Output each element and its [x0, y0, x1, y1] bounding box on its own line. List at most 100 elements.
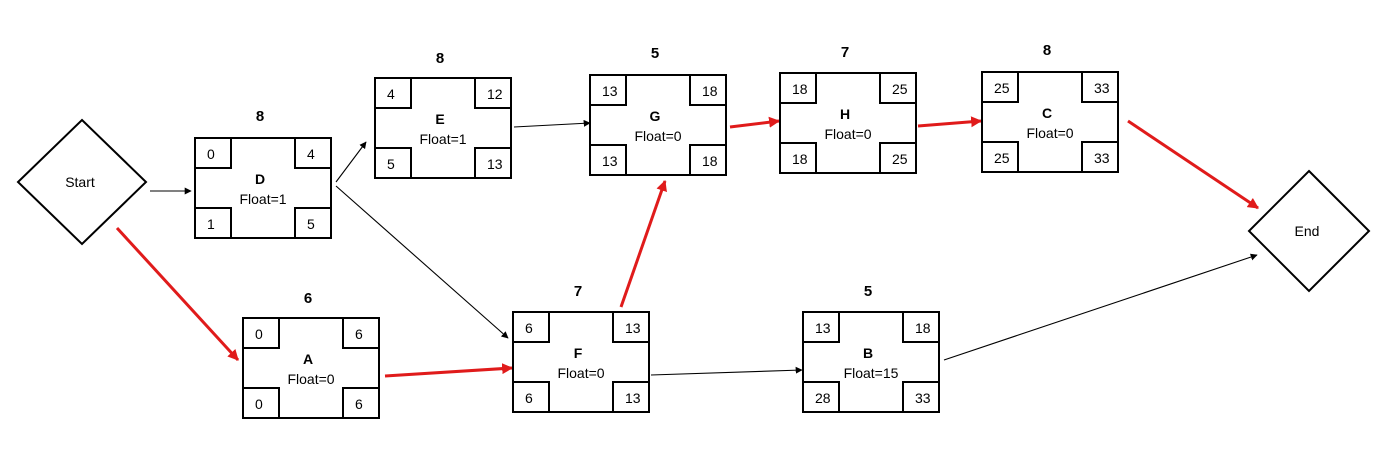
late-start-value: 6 — [525, 390, 533, 406]
late-finish-value: 25 — [892, 151, 908, 167]
duration-label: 8 — [436, 50, 444, 67]
float-label: Float=1 — [419, 131, 466, 147]
early-start-value: 25 — [994, 80, 1010, 96]
activity-id: G — [650, 108, 661, 124]
late-finish-value: 13 — [625, 390, 641, 406]
float-label: Float=0 — [1026, 125, 1073, 141]
early-start-value: 18 — [792, 81, 808, 97]
arrow-D-to-E — [335, 141, 367, 183]
arrow-C-to-end-critical — [1127, 119, 1259, 210]
early-start-cell — [802, 311, 840, 343]
arrow-G-to-H-critical — [729, 116, 781, 129]
early-finish-value: 13 — [625, 320, 641, 336]
late-finish-value: 6 — [355, 396, 363, 412]
early-finish-value: 33 — [1094, 80, 1110, 96]
activity-id: F — [574, 345, 583, 361]
end-node: End — [1247, 169, 1371, 293]
late-finish-value: 13 — [487, 156, 503, 172]
late-start-value: 1 — [207, 216, 215, 232]
late-start-value: 25 — [994, 150, 1010, 166]
early-finish-cell — [879, 72, 917, 104]
arrow-D-to-F — [335, 185, 509, 339]
float-label: Float=0 — [634, 128, 681, 144]
early-finish-value: 4 — [307, 146, 315, 162]
activity-id: D — [255, 171, 265, 187]
late-start-cell — [779, 142, 817, 174]
start-diamond — [16, 118, 148, 246]
late-finish-value: 18 — [702, 153, 718, 169]
late-start-cell — [512, 381, 550, 413]
late-finish-cell — [689, 144, 727, 176]
late-start-value: 5 — [387, 156, 395, 172]
early-start-value: 13 — [815, 320, 831, 336]
early-start-value: 0 — [255, 326, 263, 342]
duration-label: 8 — [256, 108, 264, 125]
early-finish-cell — [474, 77, 512, 109]
early-start-cell — [589, 74, 627, 106]
late-finish-cell — [1081, 141, 1119, 173]
early-start-cell — [779, 72, 817, 104]
arrow-F-to-G-critical — [619, 179, 667, 308]
arrow-A-to-F-critical — [384, 363, 514, 378]
early-finish-cell — [689, 74, 727, 106]
start-node: Start — [16, 118, 148, 246]
early-finish-cell — [1081, 71, 1119, 103]
activity-E: 8 4 12 5 13 E Float=1 — [374, 50, 512, 179]
late-finish-cell — [474, 147, 512, 179]
early-finish-value: 18 — [702, 83, 718, 99]
arrow-B-to-end — [943, 253, 1258, 361]
early-finish-cell — [342, 317, 380, 349]
early-finish-value: 6 — [355, 326, 363, 342]
early-finish-value: 18 — [915, 320, 931, 336]
late-finish-cell — [879, 142, 917, 174]
early-start-cell — [374, 77, 412, 109]
float-label: Float=1 — [239, 191, 286, 207]
late-start-cell — [589, 144, 627, 176]
late-start-cell — [374, 147, 412, 179]
arrow-start-to-A-critical — [115, 226, 240, 362]
activity-B: 5 13 18 28 33 B Float=15 — [802, 283, 940, 413]
late-finish-cell — [294, 207, 332, 239]
late-finish-cell — [612, 381, 650, 413]
duration-label: 5 — [864, 283, 872, 300]
early-finish-cell — [294, 137, 332, 169]
late-start-cell — [194, 207, 232, 239]
late-finish-value: 33 — [1094, 150, 1110, 166]
late-start-value: 28 — [815, 390, 831, 406]
early-start-value: 13 — [602, 83, 618, 99]
late-start-cell — [242, 387, 280, 419]
early-start-value: 4 — [387, 86, 395, 102]
end-label: End — [1295, 223, 1320, 239]
activity-id: C — [1042, 105, 1052, 121]
arrow-H-to-C-critical — [917, 116, 983, 128]
late-finish-cell — [902, 381, 940, 413]
early-start-cell — [242, 317, 280, 349]
early-start-cell — [194, 137, 232, 169]
dependency-arrows — [115, 116, 1259, 378]
early-finish-cell — [612, 311, 650, 343]
late-start-cell — [802, 381, 840, 413]
duration-label: 5 — [651, 45, 659, 62]
early-finish-value: 12 — [487, 86, 503, 102]
duration-label: 7 — [841, 44, 849, 61]
early-finish-cell — [902, 311, 940, 343]
late-finish-value: 33 — [915, 390, 931, 406]
duration-label: 6 — [304, 290, 312, 307]
activity-id: B — [863, 345, 873, 361]
duration-label: 7 — [574, 283, 582, 300]
activity-id: A — [303, 351, 313, 367]
duration-label: 8 — [1043, 42, 1051, 59]
early-start-cell — [981, 71, 1019, 103]
float-label: Float=0 — [557, 365, 604, 381]
late-start-value: 18 — [792, 151, 808, 167]
float-label: Float=15 — [844, 365, 899, 381]
late-start-value: 0 — [255, 396, 263, 412]
activity-id: E — [435, 111, 444, 127]
